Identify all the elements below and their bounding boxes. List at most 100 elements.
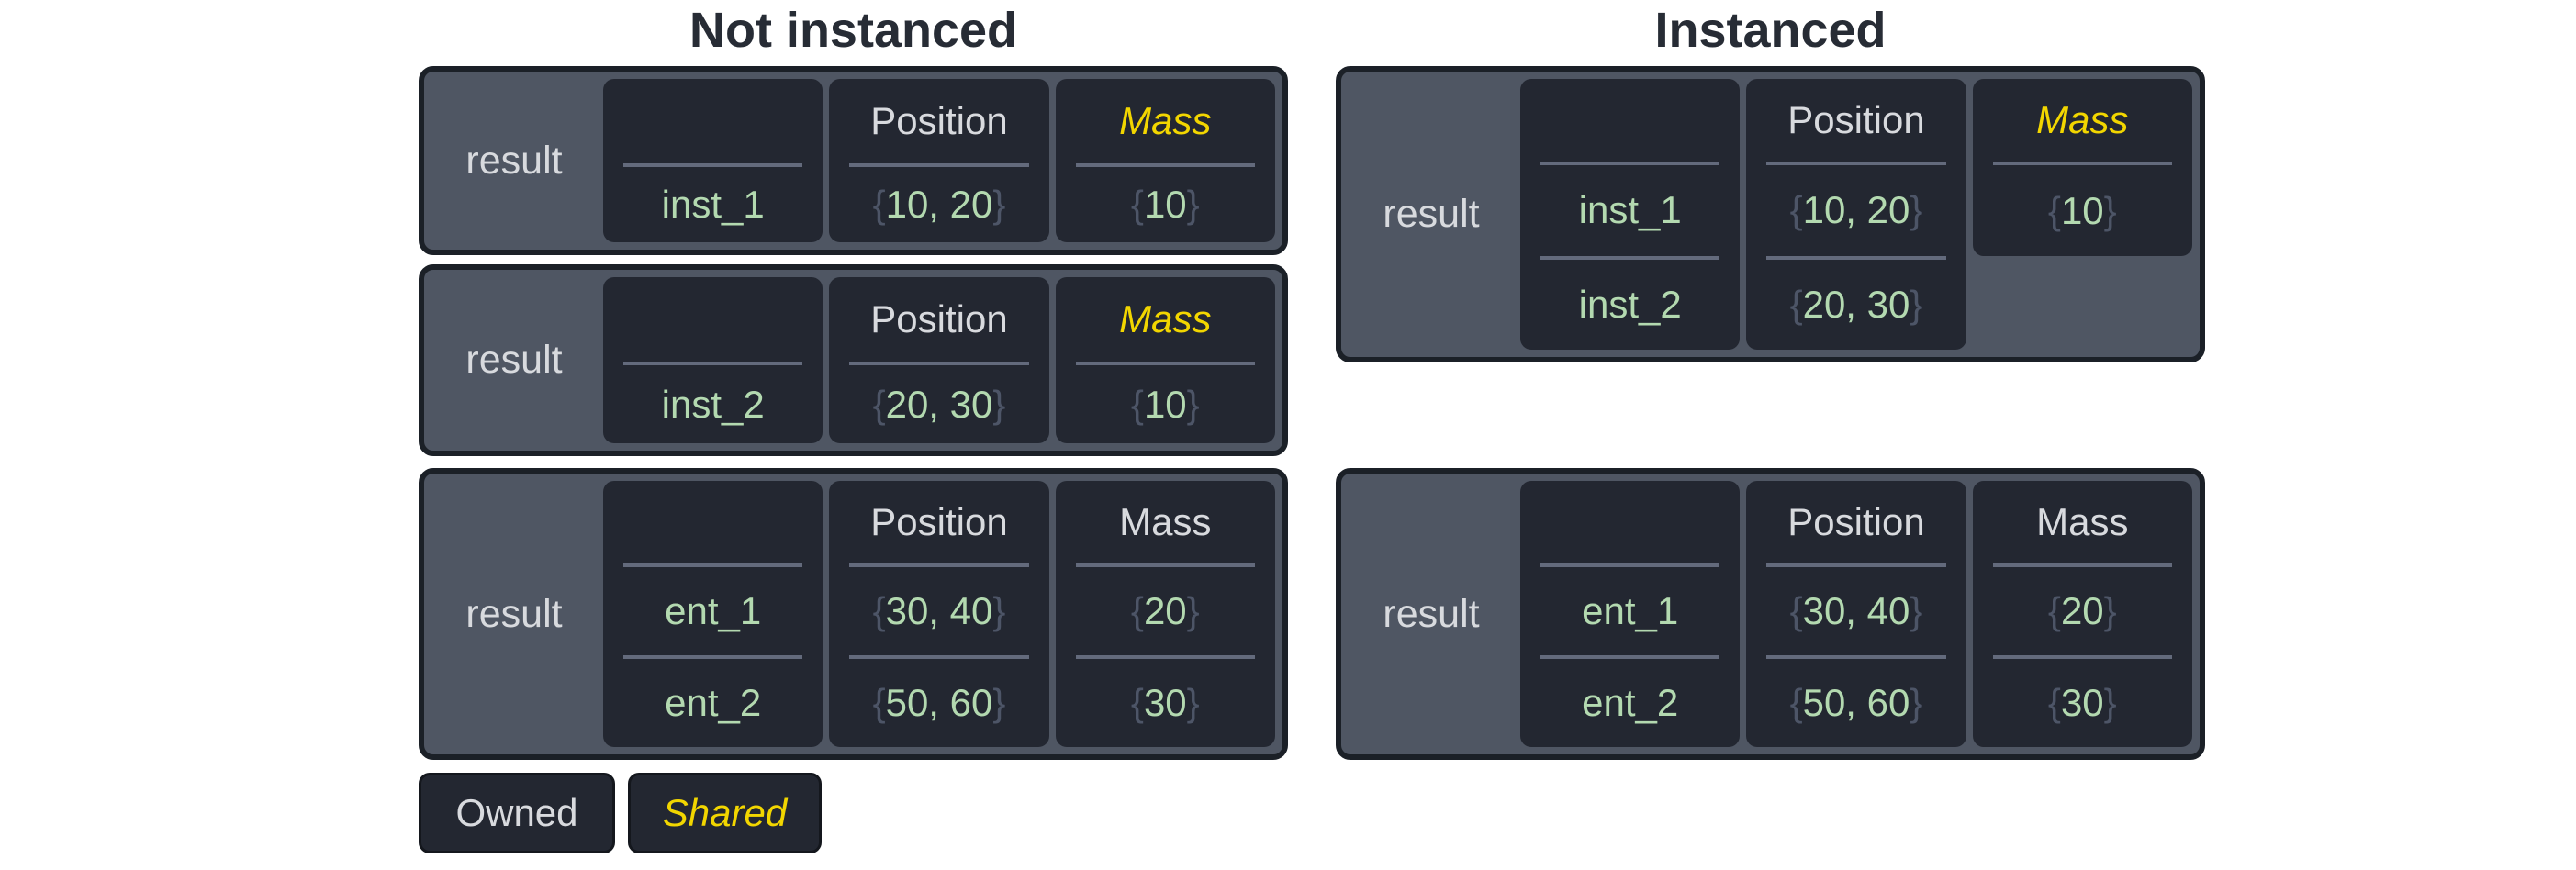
mass-value-cell: {10} xyxy=(1075,362,1255,443)
column-header-blank xyxy=(1540,79,1719,162)
column-header-position: Position xyxy=(1787,500,1925,543)
position-column: Position {10, 20} xyxy=(829,79,1049,242)
close-brace: } xyxy=(2103,681,2117,724)
close-brace: } xyxy=(2103,188,2117,232)
entity-column: ent_1 ent_2 xyxy=(603,481,823,747)
result-label: result xyxy=(465,338,563,382)
column-header-mass: Mass xyxy=(2036,500,2129,543)
position-value-cell: {10, 20} xyxy=(849,163,1029,242)
column-header-mass-shared: Mass xyxy=(1119,297,1212,340)
mass-value-cell: {30} xyxy=(1992,655,2172,747)
entity-column: inst_2 xyxy=(603,277,823,443)
open-brace: { xyxy=(1130,183,1144,226)
open-brace: { xyxy=(1789,589,1803,632)
mass-value-cell: {20} xyxy=(1992,563,2172,655)
position-value-cell: {50, 60} xyxy=(1766,655,1946,747)
position-value-cell: {30, 40} xyxy=(1766,563,1946,655)
position-column: Position {30, 40} {50, 60} xyxy=(829,481,1049,747)
column-header-position: Position xyxy=(870,500,1008,543)
value-text: 30 xyxy=(2060,681,2104,724)
value-text: 30, 40 xyxy=(1802,589,1910,632)
mass-column: Mass {10} xyxy=(1055,277,1275,443)
position-column: Position {20, 30} xyxy=(829,277,1049,443)
column-header-position: Position xyxy=(870,297,1008,340)
open-brace: { xyxy=(1789,188,1803,232)
value-text: 30 xyxy=(1143,681,1187,724)
entity-id-cell: inst_2 xyxy=(1540,255,1720,351)
panel-title-not-instanced: Not instanced xyxy=(689,3,1018,58)
mass-value-cell: {10} xyxy=(1075,163,1255,242)
open-brace: { xyxy=(1789,282,1803,326)
result-label: result xyxy=(1383,591,1480,636)
open-brace: { xyxy=(1130,382,1144,426)
close-brace: } xyxy=(1910,188,1923,232)
mass-value-cell: {20} xyxy=(1075,563,1255,655)
close-brace: } xyxy=(1910,589,1923,632)
close-brace: } xyxy=(2103,589,2117,632)
entity-id-cell: ent_1 xyxy=(623,563,803,655)
entity-id-cell: ent_2 xyxy=(1540,655,1720,747)
result-label: result xyxy=(465,138,563,183)
entity-id-cell: inst_1 xyxy=(1540,162,1720,256)
entity-id-cell: inst_1 xyxy=(623,163,803,242)
result-table: result inst_1 inst_2 Position {10, 20} {… xyxy=(1336,66,2205,362)
open-brace: { xyxy=(1130,589,1144,632)
position-column: Position {30, 40} {50, 60} xyxy=(1746,481,1966,747)
close-brace: } xyxy=(992,589,1006,632)
open-brace: { xyxy=(872,382,886,426)
close-brace: } xyxy=(1910,681,1923,724)
column-header-mass-shared: Mass xyxy=(1119,99,1212,142)
column-header-mass: Mass xyxy=(1119,500,1212,543)
position-value-cell: {20, 30} xyxy=(849,362,1029,443)
position-column: Position {10, 20} {20, 30} xyxy=(1746,79,1966,350)
value-text: 20, 30 xyxy=(885,382,993,426)
mass-column: Mass {10} xyxy=(1055,79,1275,242)
position-value-cell: {10, 20} xyxy=(1766,162,1946,256)
column-header-blank xyxy=(1540,481,1719,563)
value-text: 30, 40 xyxy=(885,589,993,632)
value-text: 10 xyxy=(2060,188,2104,232)
legend: Owned Shared xyxy=(419,773,822,853)
column-header-position: Position xyxy=(870,99,1008,142)
value-text: 10, 20 xyxy=(1802,188,1910,232)
column-header-blank xyxy=(623,481,802,563)
value-text: 10 xyxy=(1143,183,1187,226)
entity-id-cell: inst_2 xyxy=(623,362,803,443)
value-text: 20 xyxy=(2060,589,2104,632)
result-table: result ent_1 ent_2 Position {30, 40} {50… xyxy=(1336,468,2205,760)
close-brace: } xyxy=(1186,589,1200,632)
close-brace: } xyxy=(1186,183,1200,226)
open-brace: { xyxy=(872,681,886,724)
mass-column-shared-short: Mass {10} xyxy=(1972,79,2192,256)
value-text: 10 xyxy=(1143,382,1187,426)
panel-title-instanced: Instanced xyxy=(1654,3,1887,58)
close-brace: } xyxy=(1186,681,1200,724)
result-table: result inst_2 Position {20, 30} Mass {10… xyxy=(419,264,1288,456)
mass-column: Mass {20} {30} xyxy=(1055,481,1275,747)
close-brace: } xyxy=(992,183,1006,226)
column-header-blank xyxy=(623,79,802,163)
position-value-cell: {50, 60} xyxy=(849,655,1029,747)
mass-value-cell: {10} xyxy=(1992,162,2172,256)
entity-column: inst_1 xyxy=(603,79,823,242)
value-text: 50, 60 xyxy=(1802,681,1910,724)
entity-column: inst_1 inst_2 xyxy=(1520,79,1741,351)
legend-shared: Shared xyxy=(628,773,822,853)
open-brace: { xyxy=(1130,681,1144,724)
value-text: 20 xyxy=(1143,589,1187,632)
position-value-cell: {20, 30} xyxy=(1766,255,1946,351)
result-label: result xyxy=(1383,192,1480,236)
value-text: 50, 60 xyxy=(885,681,993,724)
open-brace: { xyxy=(2047,681,2061,724)
value-text: 10, 20 xyxy=(885,183,993,226)
result-table: result inst_1 Position {10, 20} Mass {10… xyxy=(419,66,1288,255)
open-brace: { xyxy=(2047,589,2061,632)
legend-owned: Owned xyxy=(419,773,615,853)
entity-id-cell: ent_2 xyxy=(623,655,803,747)
position-value-cell: {30, 40} xyxy=(849,563,1029,655)
close-brace: } xyxy=(992,681,1006,724)
entity-id-cell: ent_1 xyxy=(1540,563,1720,655)
value-text: 20, 30 xyxy=(1802,282,1910,326)
close-brace: } xyxy=(1186,382,1200,426)
